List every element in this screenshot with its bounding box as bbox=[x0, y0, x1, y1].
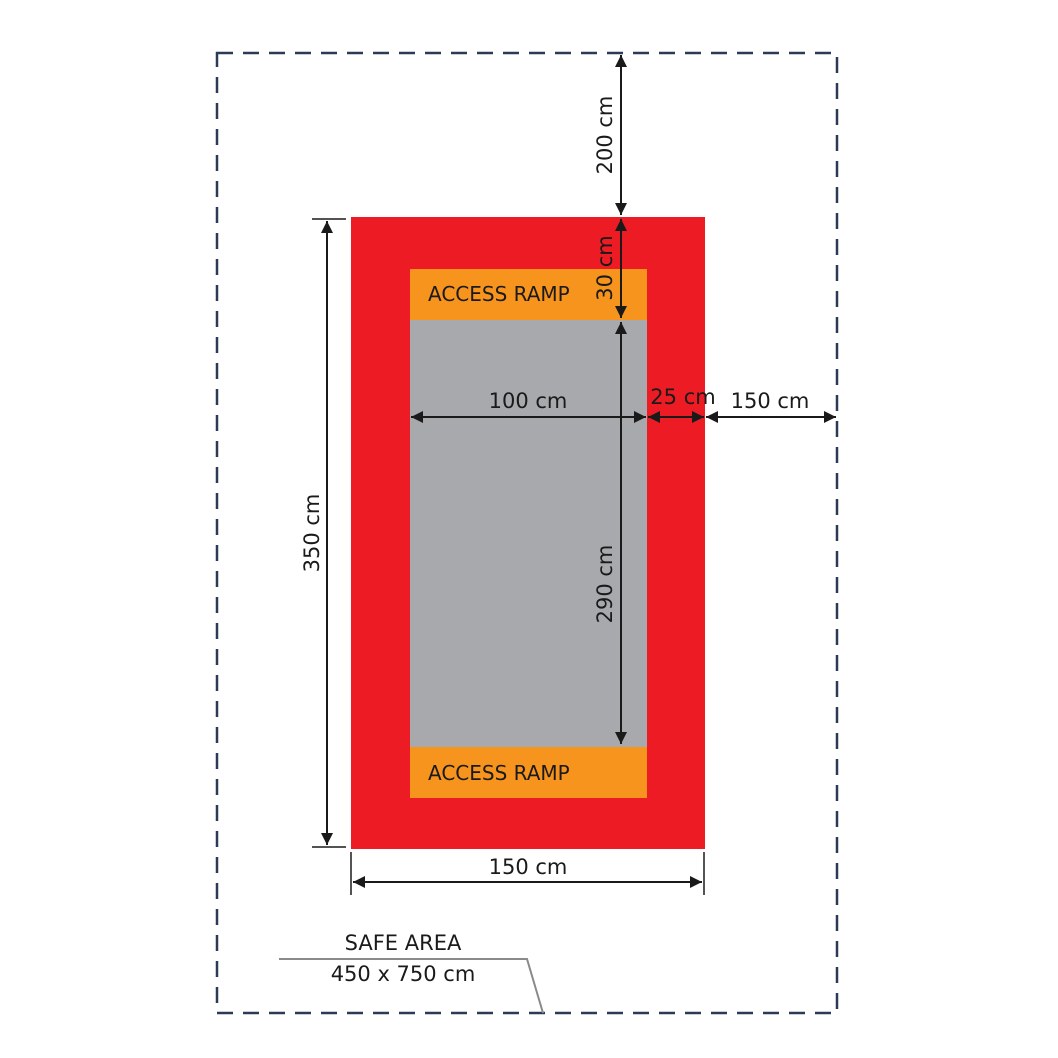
bottom-ramp-label: ACCESS RAMP bbox=[428, 761, 570, 785]
safe-area-title: SAFE AREA bbox=[345, 931, 462, 955]
overall-length-label: 350 cm bbox=[300, 494, 324, 573]
overall-width-label: 150 cm bbox=[489, 855, 568, 879]
safe-area-size: 450 x 750 cm bbox=[331, 962, 476, 986]
top-access-ramp bbox=[410, 269, 647, 320]
safe-area-leader-line bbox=[279, 958, 544, 1014]
inner-width-label: 100 cm bbox=[489, 389, 568, 413]
safe-area-boundary bbox=[215, 51, 839, 1015]
inner-length-label: 290 cm bbox=[593, 545, 617, 624]
border-width-label: 25 cm bbox=[650, 385, 715, 409]
side-clearance-label: 150 cm bbox=[731, 389, 810, 413]
top-ramp-label: ACCESS RAMP bbox=[428, 282, 570, 306]
top-clearance-label: 200 cm bbox=[593, 96, 617, 175]
bottom-access-ramp bbox=[410, 747, 647, 798]
gray-mat-area bbox=[410, 320, 647, 747]
ramp-depth-label: 30 cm bbox=[593, 235, 617, 300]
